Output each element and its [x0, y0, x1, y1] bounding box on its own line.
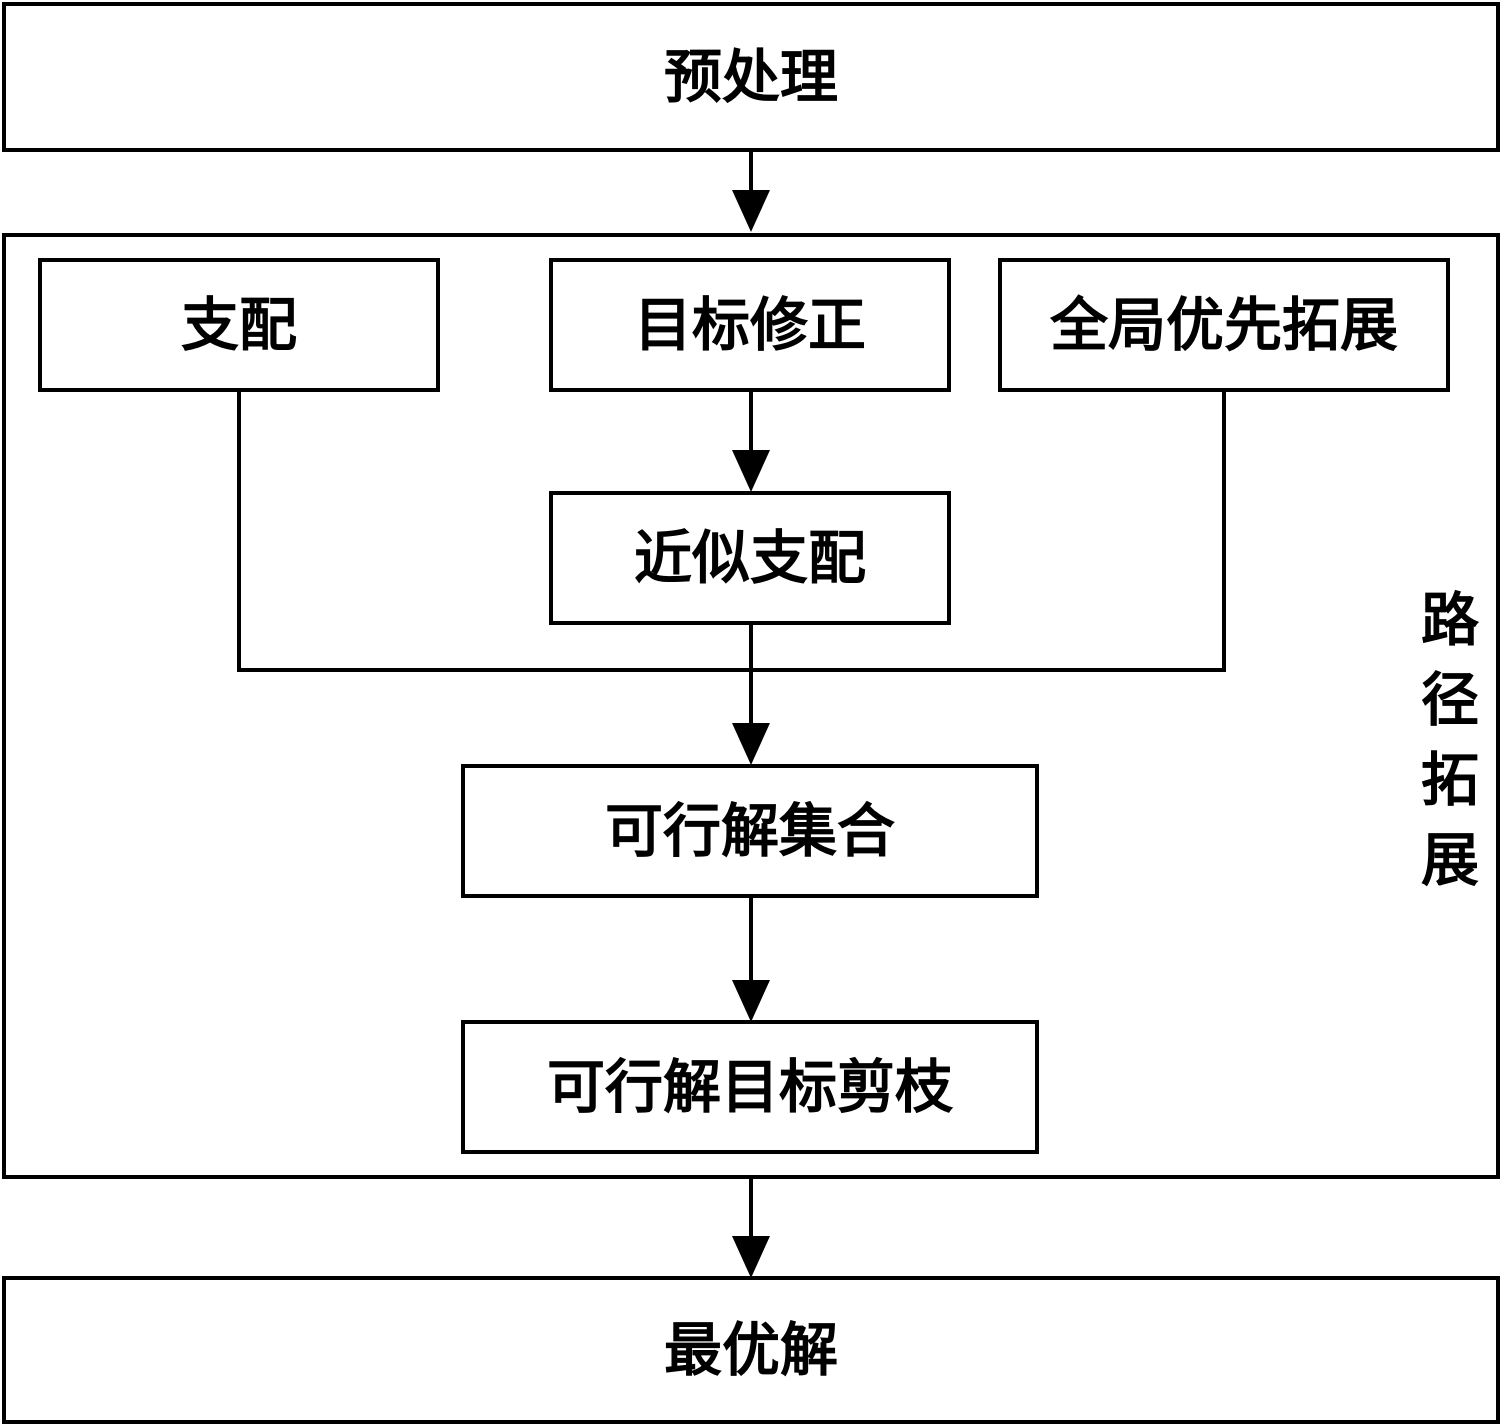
global-priority-expansion-label: 全局优先拓展 — [1049, 291, 1398, 359]
arrow-expansion-to-optimal-head — [732, 1236, 770, 1278]
target-correction-box: 目标修正 — [549, 258, 951, 392]
feasible-solution-pruning-label: 可行解目标剪枝 — [546, 1053, 953, 1121]
connector-dominance-branch — [237, 390, 751, 672]
arrow-preprocess-to-expansion-head — [732, 190, 770, 232]
dominance-label: 支配 — [180, 291, 297, 359]
dominance-box: 支配 — [38, 258, 440, 392]
path-expansion-frame — [2, 233, 1500, 1179]
target-correction-label: 目标修正 — [633, 291, 866, 359]
optimal-solution-label: 最优解 — [663, 1316, 838, 1384]
arrow-approx-to-feasible-head — [732, 723, 770, 765]
feasible-solution-set-box: 可行解集合 — [461, 764, 1039, 898]
feasible-solution-pruning-box: 可行解目标剪枝 — [461, 1020, 1039, 1154]
preprocess-label: 预处理 — [663, 43, 838, 111]
optimal-solution-box: 最优解 — [2, 1276, 1500, 1424]
path-expansion-title: 路径拓展 — [1420, 586, 1479, 894]
feasible-solution-set-label: 可行解集合 — [604, 797, 895, 865]
approximate-dominance-label: 近似支配 — [633, 524, 866, 592]
approximate-dominance-box: 近似支配 — [549, 491, 951, 625]
arrow-target-to-approx-head — [732, 450, 770, 492]
arrow-feasible-to-pruning-head — [732, 980, 770, 1022]
preprocess-box: 预处理 — [2, 2, 1500, 152]
connector-global-branch — [751, 390, 1226, 672]
global-priority-expansion-box: 全局优先拓展 — [998, 258, 1450, 392]
